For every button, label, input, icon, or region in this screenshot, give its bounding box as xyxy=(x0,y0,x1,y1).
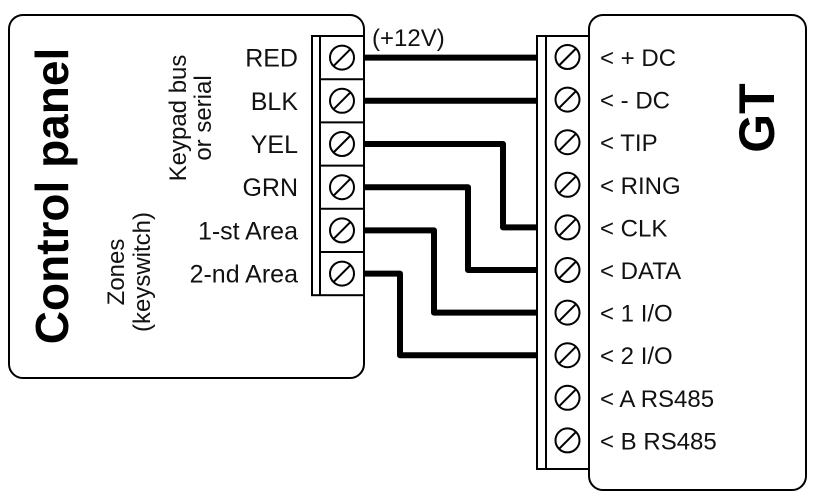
screw-circle xyxy=(329,217,355,244)
gt-terminal-label: < CLK xyxy=(600,215,667,242)
screw-icon xyxy=(554,384,581,411)
screw-slash xyxy=(558,346,577,364)
gt-terminal-label: < 1 I/O xyxy=(600,301,673,328)
gt-terminal-label: < 2 I/O xyxy=(600,343,673,370)
gt-terminal-strip: < + DC < - DC < TIP < RING < CLK < DATA < 1 I/… xyxy=(536,35,717,470)
zones-label-line-1: Zones xyxy=(103,239,130,306)
gt-terminal-label: < - DC xyxy=(600,88,670,115)
screw-slash xyxy=(558,303,577,322)
zones-label-line-2: (keyswitch) xyxy=(129,212,156,332)
screw-circle xyxy=(554,86,581,113)
wire xyxy=(364,141,537,231)
wire xyxy=(364,270,537,359)
wire xyxy=(364,184,537,273)
screw-icon xyxy=(554,427,581,454)
control-panel-terminal-label: RED xyxy=(245,45,298,73)
screw-slash xyxy=(558,218,577,237)
screw-slash xyxy=(558,90,577,109)
screw-slash xyxy=(558,389,577,407)
screw-circle xyxy=(554,171,581,198)
wire-note-12v: (+12V) xyxy=(372,25,445,52)
screw-icon xyxy=(329,217,355,244)
screw-slash xyxy=(333,178,351,196)
gt-terminal-label: < TIP xyxy=(600,130,658,157)
screw-icon xyxy=(329,131,355,157)
screw-icon xyxy=(554,86,581,113)
screw-slash xyxy=(333,221,351,240)
control-panel-terminal-label: YEL xyxy=(251,131,298,159)
screw-circle xyxy=(554,44,581,70)
screw-icon xyxy=(554,171,581,198)
screw-slash xyxy=(558,48,577,66)
gt-terminal-label: < DATA xyxy=(600,258,681,285)
control-panel-terminal-strip: RED BLK YEL GRN 1-st Area 2-nd Area xyxy=(190,35,365,297)
screw-circle xyxy=(554,384,581,411)
gt-terminal-label: < RING xyxy=(600,173,681,200)
gt-title: GT xyxy=(729,83,785,152)
keypad-label-line-2: or serial xyxy=(190,75,217,160)
keypad-label-line-1: Keypad bus xyxy=(165,55,192,182)
screw-icon xyxy=(554,342,581,369)
zones-group-label: Zones (keyswitch) xyxy=(103,212,156,332)
screw-circle xyxy=(554,214,581,241)
screw-icon xyxy=(329,44,355,71)
screw-icon xyxy=(554,214,581,241)
screw-circle xyxy=(554,257,581,283)
keypad-group-label: Keypad bus or serial xyxy=(165,55,217,182)
screw-slash xyxy=(558,176,577,194)
screw-slash xyxy=(558,431,577,450)
screw-circle xyxy=(329,260,355,287)
screw-slash xyxy=(333,264,351,283)
control-panel-terminal-label: BLK xyxy=(251,88,299,116)
gt-terminal-label: < A RS485 xyxy=(600,386,714,413)
gt-terminal-label: < B RS485 xyxy=(600,428,717,455)
wire xyxy=(364,227,537,316)
control-panel-terminal-label: 2-nd Area xyxy=(190,261,299,289)
control-panel-terminal-label: 1-st Area xyxy=(198,217,298,245)
gt-strip-body xyxy=(536,35,590,470)
screw-circle xyxy=(554,427,581,454)
screw-icon xyxy=(554,299,581,326)
screw-icon xyxy=(329,87,355,114)
screw-icon xyxy=(329,174,355,201)
screw-icon xyxy=(554,257,581,283)
screw-slash xyxy=(333,48,351,67)
gt-terminal-label: < + DC xyxy=(600,45,676,72)
screw-slash xyxy=(558,261,577,279)
screw-circle xyxy=(329,87,355,114)
screw-circle xyxy=(329,44,355,71)
screw-icon xyxy=(554,129,581,156)
wires xyxy=(364,54,537,359)
screw-circle xyxy=(554,299,581,326)
screw-circle xyxy=(554,342,581,369)
screw-circle xyxy=(329,131,355,157)
screw-slash xyxy=(558,133,577,151)
screw-icon xyxy=(329,260,355,287)
screw-slash xyxy=(333,135,351,153)
control-panel-terminal-label: GRN xyxy=(242,174,298,202)
screw-slash xyxy=(333,92,351,110)
control-panel-title: Control panel xyxy=(26,48,78,344)
screw-circle xyxy=(554,129,581,156)
screw-icon xyxy=(554,44,581,70)
screw-circle xyxy=(329,174,355,201)
